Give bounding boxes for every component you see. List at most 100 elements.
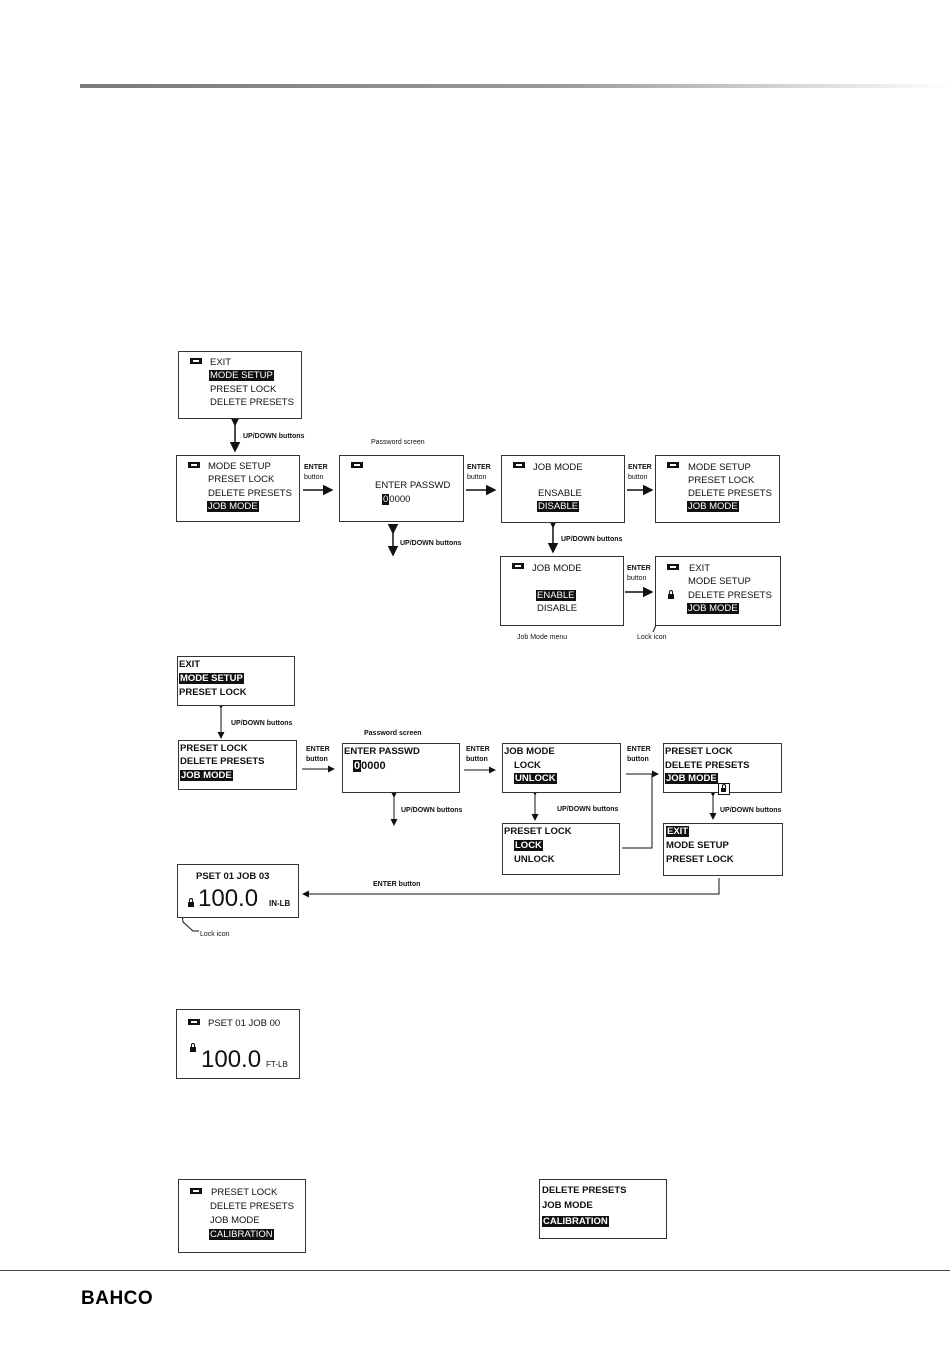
battery-icon <box>190 358 202 364</box>
menu-item-delete-presets: DELETE PRESETS <box>542 1185 627 1196</box>
menu-item-job-mode: JOB MODE <box>542 1200 593 1211</box>
menu-item-exit: EXIT <box>689 563 711 574</box>
menu-item-delete-presets: DELETE PRESETS <box>665 760 750 771</box>
enter-label: ENTER <box>304 464 328 471</box>
enter-label: ENTER <box>467 464 491 471</box>
lock-icon-caption: Lock icon <box>637 634 667 641</box>
calib-menu-b-screen: DELETE PRESETS JOB MODE CALIBRATION <box>539 1179 667 1239</box>
display-header: PSET 01 JOB 03 <box>196 871 270 882</box>
menu-item-job-mode-selected: JOB MODE <box>665 773 718 784</box>
option-enable: ENSABLE <box>538 488 582 499</box>
d1-menu-c-screen: EXIT MODE SETUP DELETE PRESETS JOB MODE <box>655 556 781 626</box>
lock-icon <box>668 590 674 599</box>
password-screen-caption: Password screen <box>371 439 425 446</box>
lock-icon <box>721 784 726 792</box>
menu-item-mode-setup: MODE SETUP <box>688 462 751 473</box>
d2-jobmode-screen: JOB MODE LOCK UNLOCK <box>502 743 621 793</box>
battery-icon <box>513 462 525 468</box>
option-enable-selected: ENABLE <box>536 590 576 601</box>
menu-item-delete-presets: DELETE PRESETS <box>180 756 265 767</box>
option-disable-selected: DISABLE <box>537 501 580 512</box>
menu-item-preset-lock: PRESET LOCK <box>688 475 755 486</box>
menu-item-preset-lock: PRESET LOCK <box>210 384 277 395</box>
menu-item-mode-setup: MODE SETUP <box>208 461 271 472</box>
menu-item-exit: EXIT <box>210 357 232 368</box>
jobmode-menu-caption: Job Mode menu <box>517 634 568 641</box>
torque-unit: IN-LB <box>269 899 291 908</box>
menu-item-job-mode-selected: JOB MODE <box>687 501 739 512</box>
d2-password-screen: ENTER PASSWD 00000 <box>342 743 460 793</box>
menu-item-exit-selected: EXIT <box>666 826 690 837</box>
footer-rule <box>0 1270 950 1271</box>
d1-password-screen: ENTER PASSWD 00000 <box>339 455 464 522</box>
battery-icon <box>667 564 679 570</box>
battery-icon <box>190 1188 202 1194</box>
lock-icon-caption: Lock icon <box>200 931 230 938</box>
menu-item-job-mode-selected: JOB MODE <box>687 603 739 614</box>
d1-jobmode-disable-screen: JOB MODE ENSABLE DISABLE <box>501 455 625 523</box>
button-label: button <box>304 474 324 481</box>
password-screen-caption: Password screen <box>364 730 422 737</box>
line-presetlock-to-enter <box>622 774 653 849</box>
presetlock-title: PRESET LOCK <box>504 826 572 837</box>
button-label: button <box>306 756 328 763</box>
enter-button-label: ENTER button <box>373 881 421 888</box>
menu-item-job-mode: JOB MODE <box>210 1215 260 1226</box>
menu-item-calibration-selected: CALIBRATION <box>209 1229 274 1240</box>
menu-item-calibration-selected: CALIBRATION <box>542 1216 609 1227</box>
battery-icon <box>188 462 200 468</box>
password-digits: 00000 <box>382 494 410 505</box>
password-digits: 00000 <box>353 760 386 772</box>
menu-item-delete-presets: DELETE PRESETS <box>210 397 294 408</box>
menu-item-delete-presets: DELETE PRESETS <box>210 1201 294 1212</box>
updown-label: UP/DOWN buttons <box>401 807 463 814</box>
jobmode-title: JOB MODE <box>533 462 583 473</box>
lock-icon <box>190 1043 196 1052</box>
menu-item-mode-setup-selected: MODE SETUP <box>209 370 274 381</box>
d2-menu-top-screen: EXIT MODE SETUP PRESET LOCK <box>177 656 295 706</box>
option-disable: DISABLE <box>537 603 578 614</box>
battery-icon <box>512 563 524 569</box>
torque-value: 100.0 <box>201 1046 262 1073</box>
enter-label: ENTER <box>627 565 651 572</box>
button-label: button <box>627 575 647 582</box>
battery-icon <box>188 1019 200 1025</box>
menu-item-job-mode-selected: JOB MODE <box>180 770 233 781</box>
bahco-logo: BAHCO <box>81 1288 154 1309</box>
button-label: button <box>627 756 649 763</box>
menu-item-job-mode-selected: JOB MODE <box>207 501 259 512</box>
d1-jobmode-enable-screen: JOB MODE ENABLE DISABLE <box>500 556 624 626</box>
option-unlock: UNLOCK <box>514 854 555 865</box>
d2-display-screen: PSET 01 JOB 03 100.0 IN-LB <box>177 864 299 918</box>
menu-item-delete-presets: DELETE PRESETS <box>688 590 772 601</box>
menu-item-mode-setup: MODE SETUP <box>688 576 751 587</box>
updown-label: UP/DOWN buttons <box>557 806 619 813</box>
d1-menu-top-screen: EXIT MODE SETUP PRESET LOCK DELETE PRESE… <box>178 351 302 419</box>
battery-icon <box>351 462 363 468</box>
lock-icon <box>188 898 194 907</box>
enter-label: ENTER <box>306 746 330 753</box>
display-screen: PSET 01 JOB 00 100.0 FT-LB <box>176 1009 300 1079</box>
password-label: ENTER PASSWD <box>344 746 420 757</box>
d2-menu-c-screen: EXIT MODE SETUP PRESET LOCK <box>663 823 783 876</box>
header-rule <box>80 84 950 88</box>
battery-icon <box>667 462 679 468</box>
button-label: button <box>466 756 488 763</box>
button-label: button <box>467 474 487 481</box>
menu-item-exit: EXIT <box>179 659 201 670</box>
enter-label: ENTER <box>627 746 651 753</box>
jobmode-title: JOB MODE <box>532 563 582 574</box>
d2-presetlock-screen: PRESET LOCK LOCK UNLOCK <box>502 823 620 875</box>
menu-item-mode-setup: MODE SETUP <box>666 840 729 851</box>
button-label: button <box>628 474 648 481</box>
updown-label: UP/DOWN buttons <box>720 807 782 814</box>
password-digit-cursor: 0 <box>353 760 362 772</box>
menu-item-preset-lock: PRESET LOCK <box>665 746 733 757</box>
password-label: ENTER PASSWD <box>375 480 451 491</box>
d2-menu-a-screen: PRESET LOCK DELETE PRESETS JOB MODE <box>178 740 297 790</box>
password-digit-cursor: 0 <box>382 494 390 505</box>
d1-menu-b-screen: MODE SETUP PRESET LOCK DELETE PRESETS JO… <box>655 455 780 523</box>
torque-unit: FT-LB <box>266 1060 288 1069</box>
enter-label: ENTER <box>628 464 652 471</box>
